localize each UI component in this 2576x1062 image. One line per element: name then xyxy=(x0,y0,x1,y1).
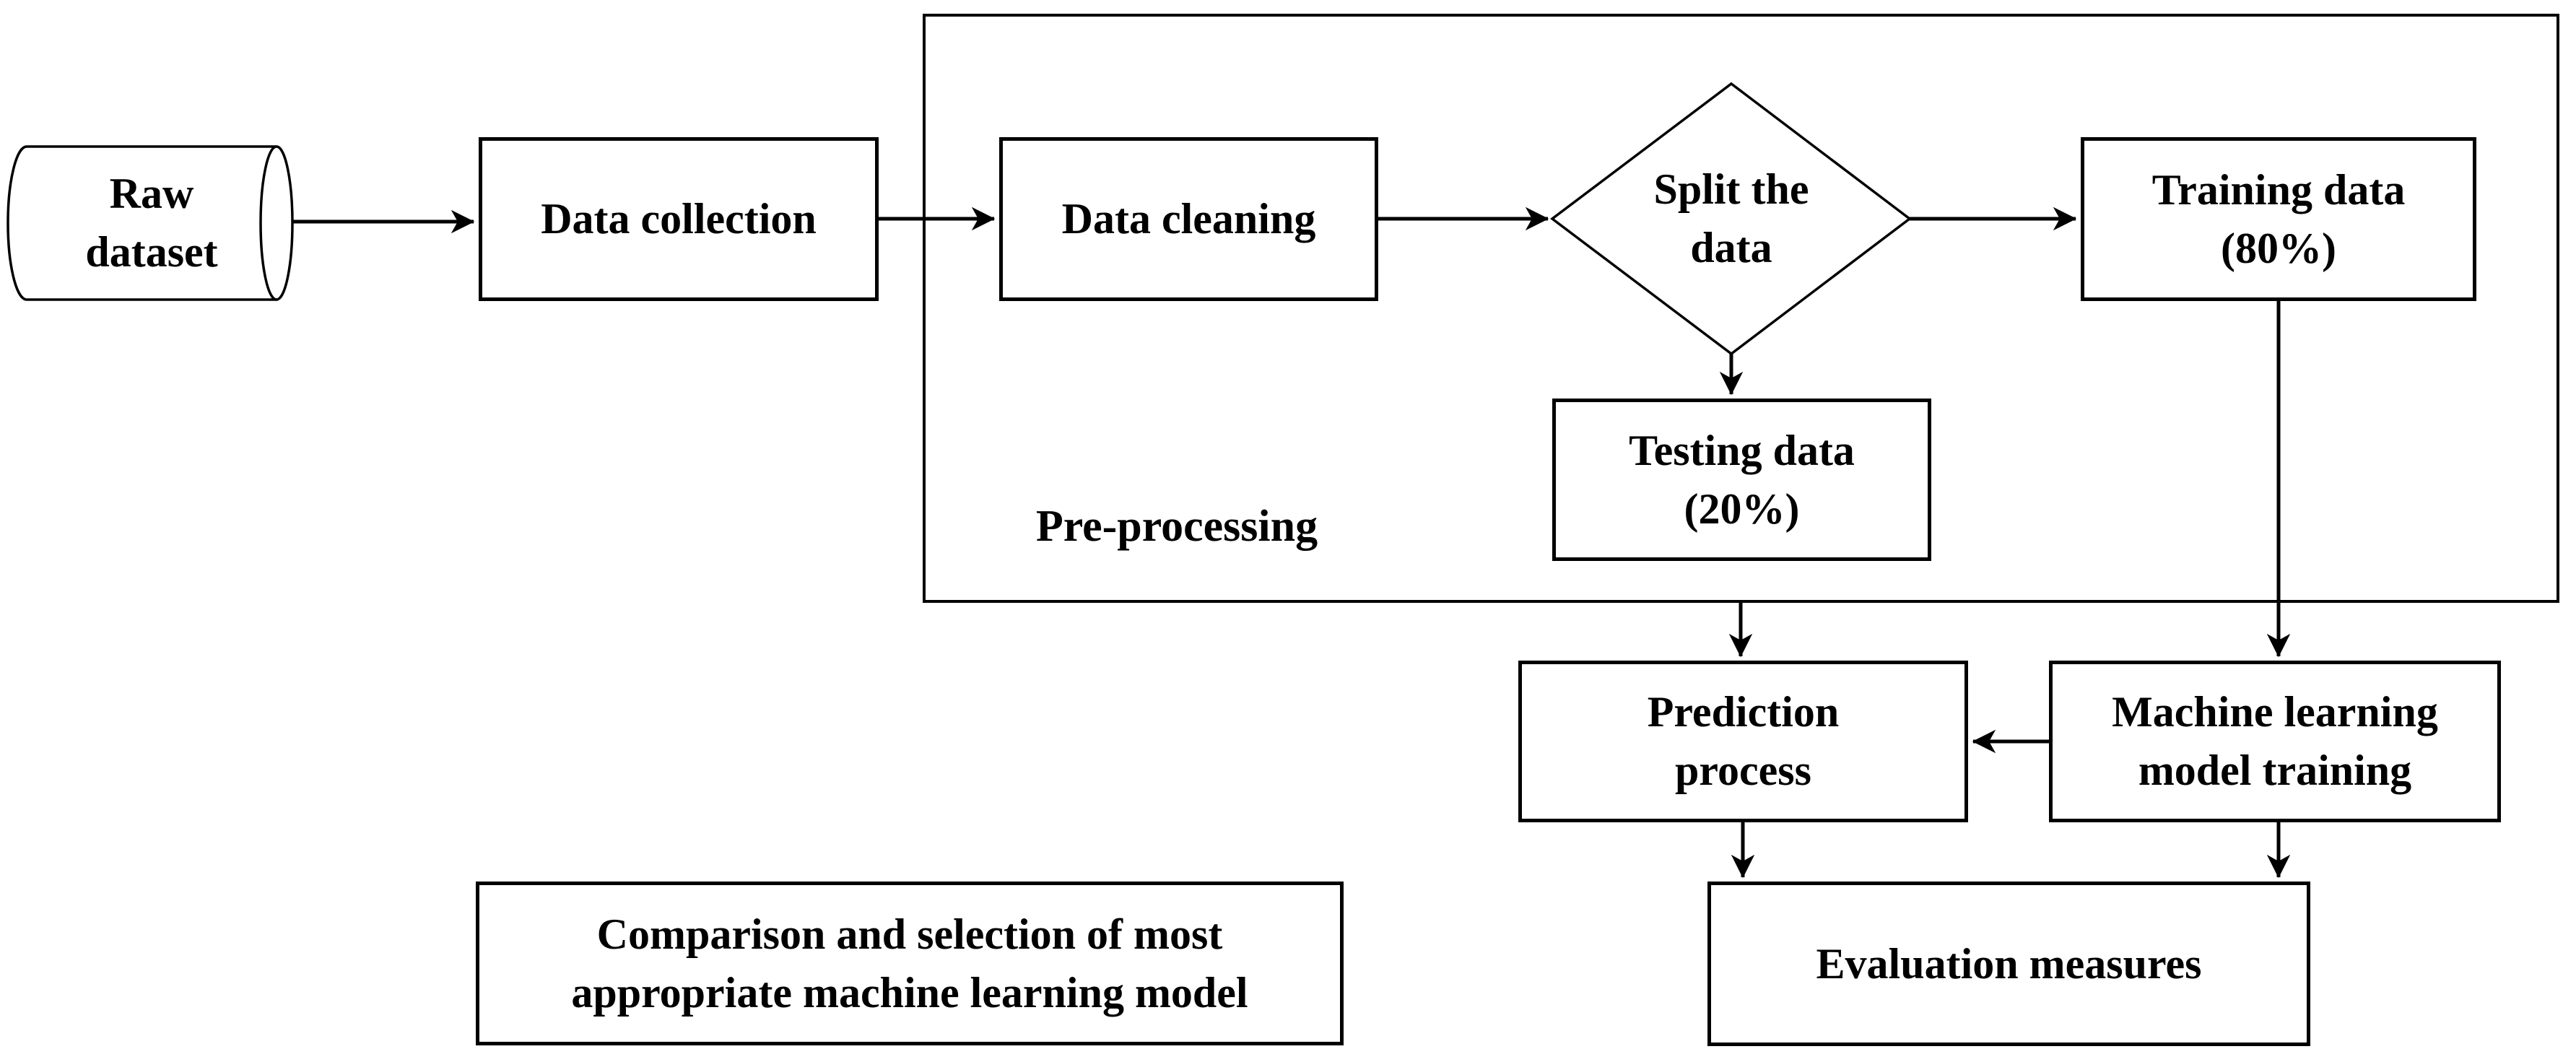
node-prediction-process: Prediction process xyxy=(1518,661,1968,822)
node-label: Testing data (20%) xyxy=(1629,426,1855,533)
node-data-collection: Data collection xyxy=(479,137,879,301)
node-data-cleaning: Data cleaning xyxy=(999,137,1378,301)
node-testing-data: Testing data (20%) xyxy=(1552,399,1931,561)
node-comparison-selection: Comparison and selection of most appropr… xyxy=(476,882,1344,1045)
edges xyxy=(292,206,2291,879)
node-ml-model-training: Machine learning model training xyxy=(2049,661,2501,822)
raw-dataset-cylinder-shape xyxy=(6,145,294,301)
preprocessing-group-container xyxy=(923,14,2559,603)
node-training-data: Training data (80%) xyxy=(2081,137,2476,301)
node-evaluation-measures: Evaluation measures xyxy=(1707,882,2310,1046)
node-label: Evaluation measures xyxy=(1816,939,2202,988)
node-label: Comparison and selection of most appropr… xyxy=(571,910,1248,1017)
node-label: Machine learning model training xyxy=(2112,688,2438,794)
node-label: Training data (80%) xyxy=(2151,165,2406,272)
node-label: Prediction process xyxy=(1647,688,1840,794)
cylinder-body xyxy=(6,145,277,301)
node-label: Data collection xyxy=(541,195,817,243)
node-label: Data cleaning xyxy=(1061,195,1316,243)
cylinder-end-cap xyxy=(259,145,294,301)
